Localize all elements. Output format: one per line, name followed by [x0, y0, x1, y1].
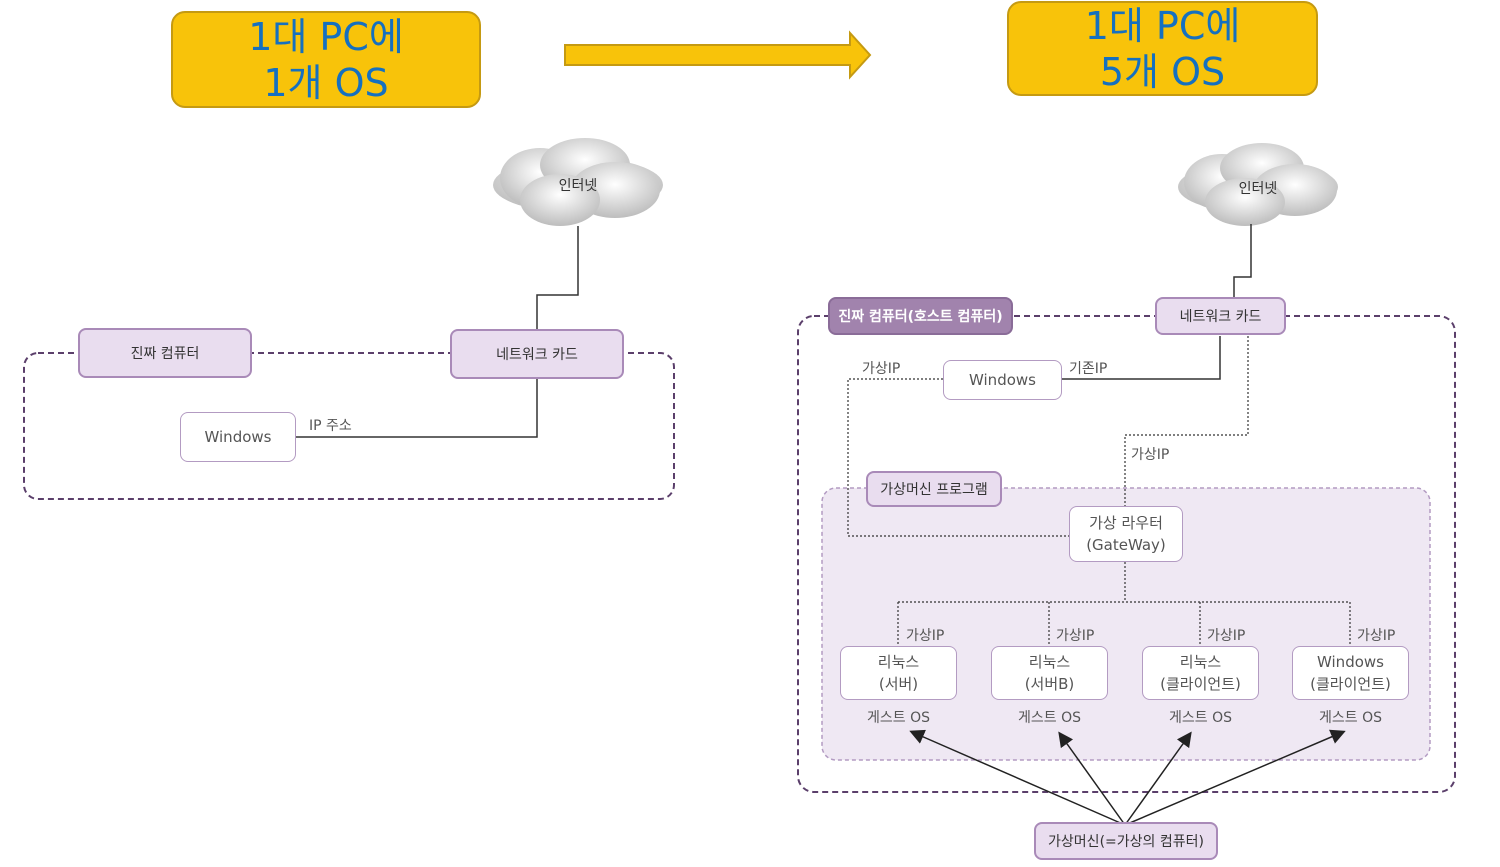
- virtual-router-line1: 가상 라우터: [1089, 514, 1163, 532]
- guest-3-box: 리눅스 (클라이언트): [1142, 646, 1259, 700]
- left-ip-label: IP 주소: [309, 418, 352, 434]
- host-computer-box: 진짜 컴퓨터(호스트 컴퓨터): [828, 297, 1013, 335]
- right-cloud-link: [1233, 224, 1252, 297]
- existing-ip-label: 기존IP: [1069, 361, 1108, 377]
- guest-4-line1: Windows: [1317, 653, 1384, 671]
- host-computer-boundary: [797, 315, 1456, 793]
- guest-3-line2: (클라이언트): [1160, 675, 1241, 693]
- right-banner-line1: 1대 PC에: [1084, 3, 1241, 48]
- host-windows-box: Windows: [943, 360, 1062, 400]
- vm-arrow-3: [1124, 731, 1192, 826]
- vm-arrow-4: [1124, 729, 1346, 826]
- host-virtual-ip-label: 가상IP: [862, 361, 901, 377]
- virtual-router-box: 가상 라우터 (GateWay): [1069, 506, 1183, 562]
- guest-1-box: 리눅스 (서버): [840, 646, 957, 700]
- virtual-machine-box: 가상머신(=가상의 컴퓨터): [1034, 822, 1218, 860]
- left-windows-link: [296, 378, 538, 438]
- guest-3-ip-label: 가상IP: [1207, 628, 1246, 644]
- left-windows-box: Windows: [180, 412, 296, 462]
- virtual-router-line2: (GateWay): [1086, 536, 1166, 554]
- left-cloud-link: [536, 226, 579, 330]
- guest-4-box: Windows (클라이언트): [1292, 646, 1409, 700]
- guest-1-os-label: 게스트 OS: [867, 710, 930, 726]
- vm-program-boundary: [821, 487, 1431, 761]
- guest-3-os-label: 게스트 OS: [1169, 710, 1232, 726]
- guest-1-line1: 리눅스: [877, 653, 920, 671]
- vm-arrow-2: [1058, 731, 1126, 826]
- guest-2-line2: (서버B): [1024, 675, 1075, 693]
- router-virtual-ip-link: [1124, 336, 1249, 506]
- guest-3-line1: 리눅스: [1179, 653, 1222, 671]
- left-cloud-label: 인터넷: [558, 178, 598, 194]
- guest-2-line1: 리눅스: [1028, 653, 1071, 671]
- guest-2-box: 리눅스 (서버B): [991, 646, 1108, 700]
- guest-1-line2: (서버): [878, 675, 919, 693]
- left-real-computer-box: 진짜 컴퓨터: [78, 328, 252, 378]
- router-virtual-ip-label: 가상IP: [1131, 447, 1170, 463]
- right-network-card-box: 네트워크 카드: [1155, 297, 1286, 335]
- guest-4-os-label: 게스트 OS: [1319, 710, 1382, 726]
- guest-4-ip-label: 가상IP: [1357, 628, 1396, 644]
- guest-2-ip-label: 가상IP: [1056, 628, 1095, 644]
- left-banner: 1대 PC에 1개 OS: [171, 11, 481, 108]
- transition-arrow: [564, 30, 872, 80]
- vm-arrow-1: [909, 729, 1126, 826]
- left-real-computer-boundary: [23, 352, 675, 500]
- existing-ip-link: [1062, 336, 1221, 380]
- guest-4-line2: (클라이언트): [1310, 675, 1391, 693]
- guest-2-os-label: 게스트 OS: [1018, 710, 1081, 726]
- vm-program-box: 가상머신 프로그램: [866, 471, 1002, 507]
- left-cloud-shape: [493, 138, 663, 226]
- left-network-card-box: 네트워크 카드: [450, 329, 624, 379]
- right-banner-line2: 5개 OS: [1099, 49, 1226, 94]
- right-cloud-shape: [1178, 143, 1338, 226]
- host-virtual-ip-link: [847, 378, 1069, 537]
- right-cloud-label: 인터넷: [1238, 181, 1278, 197]
- guest-1-ip-label: 가상IP: [906, 628, 945, 644]
- left-banner-line1: 1대 PC에: [248, 14, 404, 59]
- right-banner: 1대 PC에 5개 OS: [1007, 1, 1318, 96]
- left-banner-line2: 1개 OS: [263, 60, 389, 105]
